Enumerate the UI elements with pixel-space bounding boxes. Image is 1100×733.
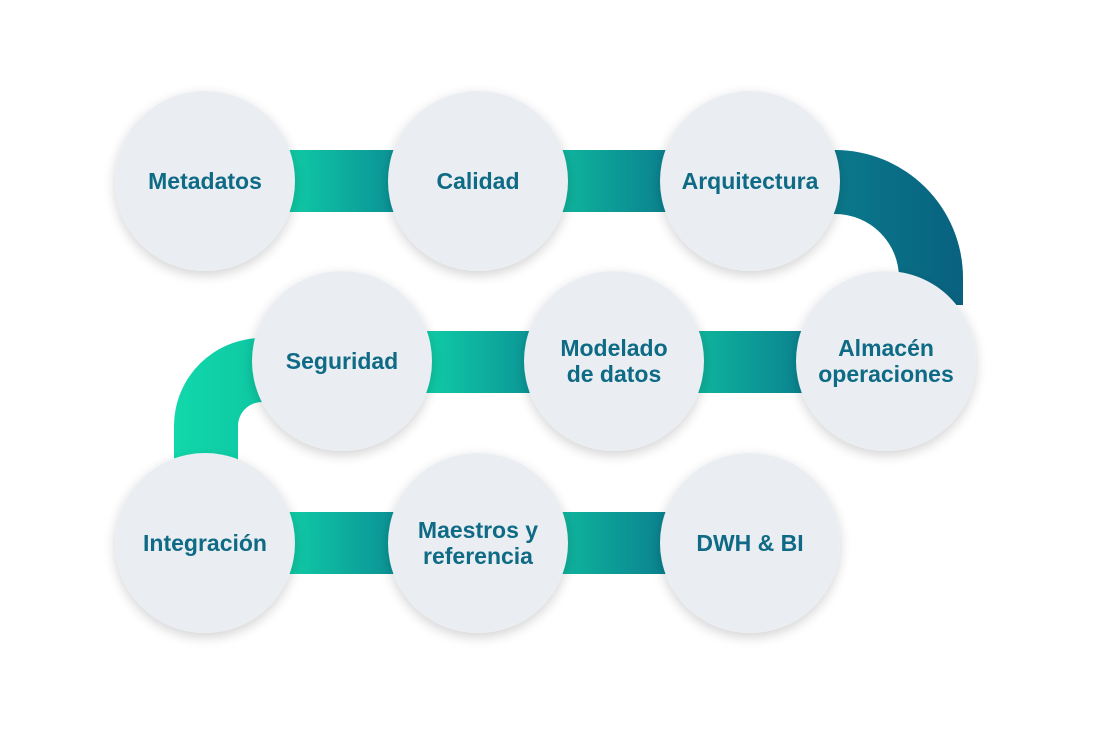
node-circle bbox=[388, 91, 568, 271]
node-label: Seguridad bbox=[286, 348, 398, 374]
node-circle bbox=[796, 271, 976, 451]
node-circle bbox=[660, 91, 840, 271]
node-label: Maestros y bbox=[418, 517, 538, 543]
connector-arquitectura-almacen bbox=[830, 150, 963, 305]
node-label: de datos bbox=[567, 361, 662, 387]
connector-metadatos-calidad bbox=[280, 150, 400, 212]
node-label: Integración bbox=[143, 530, 267, 556]
node-label: operaciones bbox=[818, 361, 954, 387]
node-seguridad: Seguridad bbox=[252, 271, 432, 451]
node-label: Calidad bbox=[436, 168, 519, 194]
node-label: Modelado bbox=[560, 335, 667, 361]
node-circle bbox=[388, 453, 568, 633]
connector-maestros-dwh bbox=[555, 512, 675, 574]
node-dwh: DWH & BI bbox=[660, 453, 840, 633]
connector-calidad-arquitectura bbox=[555, 150, 675, 212]
node-circle bbox=[252, 271, 432, 451]
connector-almacen-modelado bbox=[690, 331, 815, 393]
node-calidad: Calidad bbox=[388, 91, 568, 271]
connector-integracion-maestros bbox=[280, 512, 400, 574]
node-circle bbox=[524, 271, 704, 451]
node-arquitectura: Arquitectura bbox=[660, 91, 840, 271]
node-label: Almacén bbox=[838, 335, 934, 361]
node-metadatos: Metadatos bbox=[115, 91, 295, 271]
node-label: referencia bbox=[423, 543, 533, 569]
node-circle bbox=[115, 453, 295, 633]
node-integracion: Integración bbox=[115, 453, 295, 633]
node-circle bbox=[660, 453, 840, 633]
node-label: Arquitectura bbox=[682, 168, 819, 194]
node-label: DWH & BI bbox=[696, 530, 803, 556]
node-circle bbox=[115, 91, 295, 271]
connector-seguridad-integracion bbox=[174, 338, 265, 470]
node-label: Metadatos bbox=[148, 168, 262, 194]
